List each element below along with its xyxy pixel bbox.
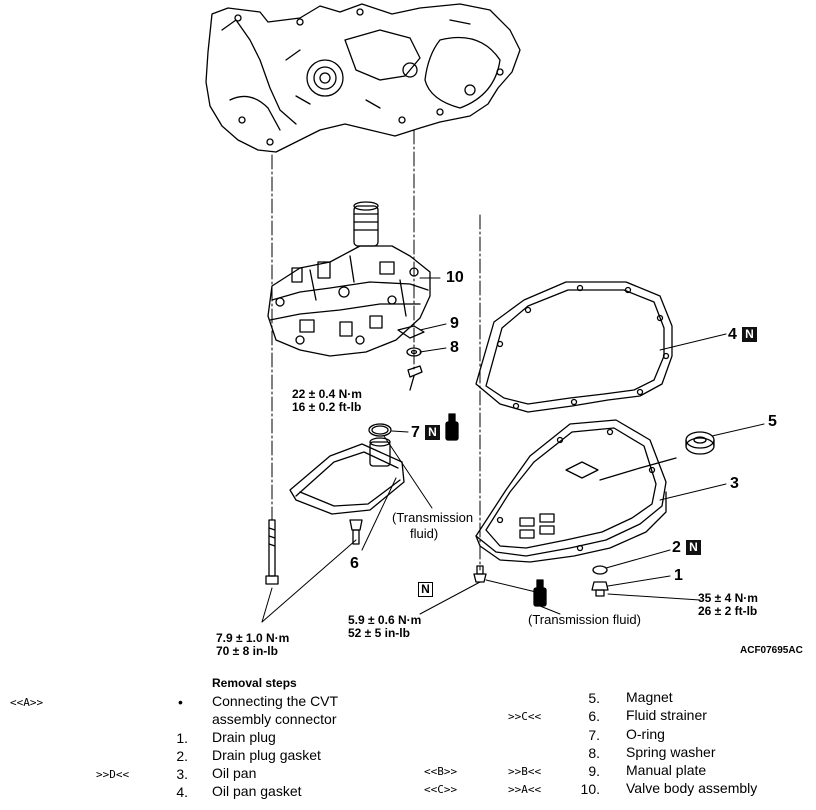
valve-bolt-torque-ftlb: 16 ± 0.2 ft-lb bbox=[292, 400, 362, 414]
oil-pan-illustration bbox=[475, 419, 677, 563]
step-number: 3. bbox=[176, 766, 188, 782]
replace-badge-oil-pan-bolt: N bbox=[418, 582, 433, 597]
callout-3-label: 3 bbox=[730, 475, 739, 492]
step-number: 9. bbox=[588, 763, 600, 779]
drain-plug-torque-nm: 35 ± 4 N·m bbox=[698, 591, 758, 605]
exploded-view-diagram bbox=[205, 3, 765, 623]
callout-1-label: 1 bbox=[674, 567, 683, 584]
manual-plate-illustration bbox=[397, 325, 425, 339]
callout-10-label: 10 bbox=[446, 269, 464, 286]
callout-7-label: 7 bbox=[411, 424, 420, 441]
strainer-bolt-short-illustration bbox=[349, 519, 363, 545]
transmission-fluid-note-line1: (Transmission bbox=[392, 510, 474, 525]
step-number: 5. bbox=[588, 690, 600, 706]
step-text: Drain plug bbox=[212, 729, 276, 745]
drain-plug-illustration bbox=[591, 581, 609, 597]
callout-5-label: 5 bbox=[768, 413, 777, 430]
step-number: 4. bbox=[176, 784, 188, 800]
replace-badge-oil-pan-gasket: N bbox=[742, 327, 757, 342]
step-number: 1. bbox=[176, 730, 188, 746]
removal-steps-title: Removal steps bbox=[212, 676, 297, 690]
step-text: Magnet bbox=[626, 689, 673, 705]
step-text: Oil pan gasket bbox=[212, 783, 302, 799]
step-text: Connecting the CVT bbox=[212, 693, 339, 709]
strainer-bolt-torque-nm: 7.9 ± 1.0 N·m bbox=[216, 631, 290, 645]
step-tag: <<A>> bbox=[10, 696, 44, 709]
callout-4-label: 4 bbox=[728, 326, 737, 343]
step-text: O-ring bbox=[626, 726, 665, 742]
oil-pan-bolt-torque-nm: 5.9 ± 0.6 N·m bbox=[348, 613, 422, 627]
step-number: 6. bbox=[588, 708, 600, 724]
valve-body-illustration bbox=[267, 201, 431, 357]
step-tag: <<C>> bbox=[424, 783, 458, 796]
transmission-fluid-note-line2: fluid) bbox=[410, 526, 439, 541]
replace-badge-o-ring: N bbox=[425, 425, 440, 440]
callout-9-label: 9 bbox=[450, 315, 459, 332]
replace-badge-drain-plug-gasket: N bbox=[686, 540, 701, 555]
o-ring-illustration bbox=[368, 423, 392, 437]
callout-6-label: 6 bbox=[350, 555, 359, 572]
transmission-case-illustration bbox=[205, 3, 521, 153]
step-bullet: • bbox=[178, 694, 183, 710]
fluid-strainer-illustration bbox=[289, 437, 405, 515]
step-tag: <<B>> bbox=[424, 765, 458, 778]
drain-plug-gasket-illustration bbox=[592, 565, 608, 575]
step-text: assembly connector bbox=[212, 711, 337, 727]
step-ref: >>B<< bbox=[508, 765, 542, 778]
valve-bolt-torque-nm: 22 ± 0.4 N·m bbox=[292, 387, 362, 401]
step-ref: >>C<< bbox=[508, 710, 542, 723]
step-number: 7. bbox=[588, 727, 600, 743]
oil-bottle-icon bbox=[445, 413, 459, 441]
strainer-bolt-torque-inlb: 70 ± 8 in-lb bbox=[216, 644, 278, 658]
step-text: Drain plug gasket bbox=[212, 747, 321, 763]
drain-plug-torque-ftlb: 26 ± 2 ft-lb bbox=[698, 604, 758, 618]
step-text: Manual plate bbox=[626, 762, 707, 778]
step-ref: >>A<< bbox=[508, 783, 542, 796]
callout-2-label: 2 bbox=[672, 539, 681, 556]
step-text: Fluid strainer bbox=[626, 707, 707, 723]
transmission-fluid-note: (Transmission fluid) bbox=[528, 612, 641, 627]
oil-pan-gasket-illustration bbox=[475, 281, 673, 413]
magnet-illustration bbox=[685, 431, 715, 455]
step-text: Spring washer bbox=[626, 744, 716, 760]
figure-code: ACF07695AC bbox=[740, 645, 803, 656]
step-number: 10. bbox=[580, 781, 600, 797]
strainer-bolt-long-illustration bbox=[265, 519, 279, 585]
step-text: Oil pan bbox=[212, 765, 257, 781]
callout-8-label: 8 bbox=[450, 339, 459, 356]
oil-bottle-icon bbox=[533, 579, 547, 607]
step-number: 2. bbox=[176, 748, 188, 764]
valve-bolt-illustration bbox=[407, 365, 423, 391]
oil-pan-bolt-torque-inlb: 52 ± 5 in-lb bbox=[348, 626, 410, 640]
step-ref: >>D<< bbox=[96, 768, 130, 781]
step-text: Valve body assembly bbox=[626, 780, 758, 796]
step-number: 8. bbox=[588, 745, 600, 761]
oil-pan-bolt-illustration bbox=[473, 565, 487, 583]
